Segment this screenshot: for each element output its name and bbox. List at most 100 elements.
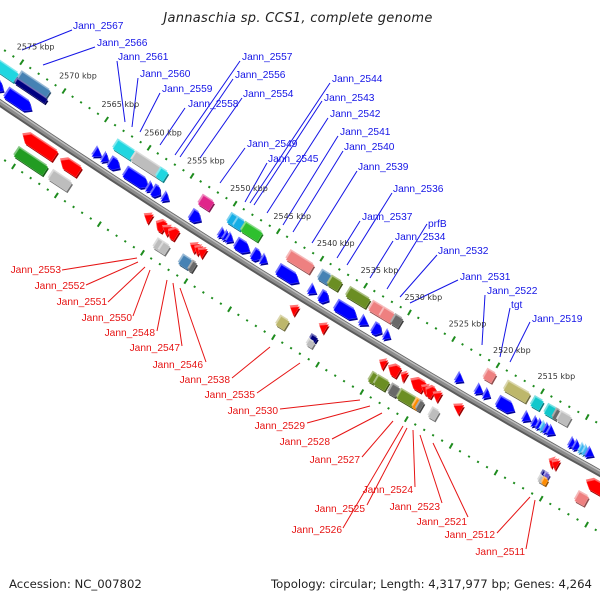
feature-body [495, 396, 515, 413]
reverse-gene-label[interactable]: Jann_2523 [390, 502, 441, 513]
minor-tick-outer [96, 112, 100, 116]
reverse-gene-label[interactable]: Jann_2548 [105, 328, 156, 339]
feature-body [571, 440, 581, 451]
reverse-gene-label[interactable]: Jann_2553 [11, 265, 62, 276]
feature-body [584, 447, 595, 458]
reverse-cds-arrow [197, 247, 209, 261]
forward-cds-arrow [317, 288, 330, 305]
forward-gene-label[interactable]: Jann_2536 [393, 184, 444, 195]
forward-label-leader [249, 82, 331, 204]
genome-summary-text: Topology: circular; Length: 4,317,977 bp… [270, 577, 592, 591]
forward-gene-label[interactable]: Jann_2559 [162, 84, 213, 95]
minor-tick-inner [20, 170, 24, 174]
minor-tick-inner [333, 374, 337, 378]
minor-tick-outer [122, 129, 125, 133]
forward-gene-label[interactable]: Jann_2560 [140, 69, 191, 80]
minor-tick-outer [337, 268, 341, 271]
forward-gene-label[interactable]: Jann_2549 [247, 139, 298, 150]
map-title: Jannaschia sp. CCS1, complete genome [160, 11, 432, 26]
forward-gene-label[interactable]: Jann_2531 [460, 272, 511, 283]
forward-gene-label[interactable]: Jann_2567 [73, 21, 124, 32]
feature-body [521, 411, 532, 422]
reverse-gene-label[interactable]: Jann_2524 [363, 485, 414, 496]
reverse-gene-label[interactable]: Jann_2511 [475, 547, 525, 558]
forward-gene-label[interactable]: Jann_2534 [395, 232, 446, 243]
ruler-label: 2575 kbp [17, 43, 55, 52]
forward-gene-label[interactable]: prfB [428, 219, 447, 230]
minor-tick-outer [199, 180, 203, 183]
reverse-gene-label[interactable]: Jann_2526 [292, 525, 343, 536]
forward-cds-arrow [381, 328, 392, 342]
minor-tick-inner [37, 182, 41, 186]
minor-tick-inner [557, 507, 561, 511]
minor-tick-inner [89, 217, 93, 220]
feature-body [144, 214, 154, 225]
forward-gene-label[interactable]: Jann_2558 [188, 99, 239, 110]
forward-cds-arrow [453, 370, 465, 385]
major-tick-inner [538, 495, 544, 502]
minor-tick-outer [88, 106, 91, 110]
minor-tick-inner [342, 379, 346, 383]
reverse-gene-label[interactable]: Jann_2527 [310, 455, 361, 466]
forward-gene-label[interactable]: Jann_2532 [438, 246, 489, 257]
reverse-gene-label[interactable]: Jann_2529 [255, 421, 306, 432]
reverse-label-leader [231, 346, 271, 379]
forward-gene-label[interactable]: Jann_2519 [532, 314, 583, 325]
minor-tick-inner [80, 211, 84, 215]
forward-gene-label[interactable]: Jann_2539 [358, 162, 409, 173]
minor-tick-inner [289, 346, 293, 350]
forward-gene-label[interactable]: Jann_2544 [332, 74, 383, 85]
forward-gene-label[interactable]: Jann_2545 [268, 154, 319, 165]
forward-gene-label[interactable]: Jann_2542 [330, 109, 381, 120]
forward-gene-label[interactable]: Jann_2566 [97, 38, 148, 49]
major-tick-inner [183, 278, 189, 285]
feature-body [432, 392, 443, 403]
forward-cds-arrow [258, 252, 269, 266]
reverse-gene-label[interactable]: Jann_2547 [130, 343, 181, 354]
forward-gene-label[interactable]: Jann_2540 [344, 142, 395, 153]
forward-label-leader [42, 46, 96, 66]
reverse-label-leader [306, 405, 371, 424]
minor-tick-inner [3, 159, 7, 162]
minor-tick-outer [355, 278, 359, 282]
reverse-gene-label[interactable]: Jann_2535 [205, 390, 256, 401]
major-tick-outer [363, 282, 369, 289]
reverse-gene-label[interactable]: Jann_2546 [153, 360, 204, 371]
feature-body [99, 152, 109, 163]
reverse-cog-box [387, 382, 402, 400]
forward-gene-label[interactable]: Jann_2522 [487, 286, 538, 297]
forward-gene-label[interactable]: Jann_2556 [235, 70, 286, 81]
minor-tick-inner [351, 385, 355, 388]
forward-label-leader [336, 220, 361, 259]
forward-gene-label[interactable]: tgt [511, 300, 522, 311]
reverse-gene-label[interactable]: Jann_2512 [445, 530, 496, 541]
ruler-label: 2545 kbp [273, 212, 311, 221]
forward-gene-label[interactable]: Jann_2554 [243, 89, 294, 100]
reverse-gene-label[interactable]: Jann_2521 [417, 517, 468, 528]
minor-tick-inner [167, 268, 170, 272]
forward-cog-box [482, 367, 498, 385]
forward-label-leader [481, 294, 486, 346]
reverse-gene-label[interactable]: Jann_2525 [315, 504, 366, 515]
reverse-gene-label[interactable]: Jann_2530 [228, 406, 279, 417]
forward-gene-label[interactable]: Jann_2541 [340, 127, 391, 138]
minor-tick-inner [46, 188, 50, 192]
forward-label-leader [399, 254, 438, 298]
feature-body [345, 287, 371, 309]
forward-gene-label[interactable]: Jann_2537 [362, 212, 413, 223]
reverse-gene-label[interactable]: Jann_2552 [35, 281, 86, 292]
forward-gene-label[interactable]: Jann_2561 [118, 52, 169, 63]
minor-tick-inner [413, 423, 417, 426]
forward-gene-label[interactable]: Jann_2543 [324, 93, 375, 104]
reverse-label-leader [419, 434, 443, 504]
reverse-cds-arrow [60, 157, 83, 179]
minor-tick-inner [298, 352, 302, 356]
reverse-gene-label[interactable]: Jann_2538 [180, 375, 231, 386]
reverse-gene-label[interactable]: Jann_2550 [82, 313, 133, 324]
forward-gene-label[interactable]: Jann_2557 [242, 52, 293, 63]
major-tick-inner [140, 249, 145, 256]
reverse-gene-label[interactable]: Jann_2551 [57, 297, 108, 308]
reverse-gene-label[interactable]: Jann_2528 [280, 437, 331, 448]
minor-tick-outer [469, 348, 473, 351]
